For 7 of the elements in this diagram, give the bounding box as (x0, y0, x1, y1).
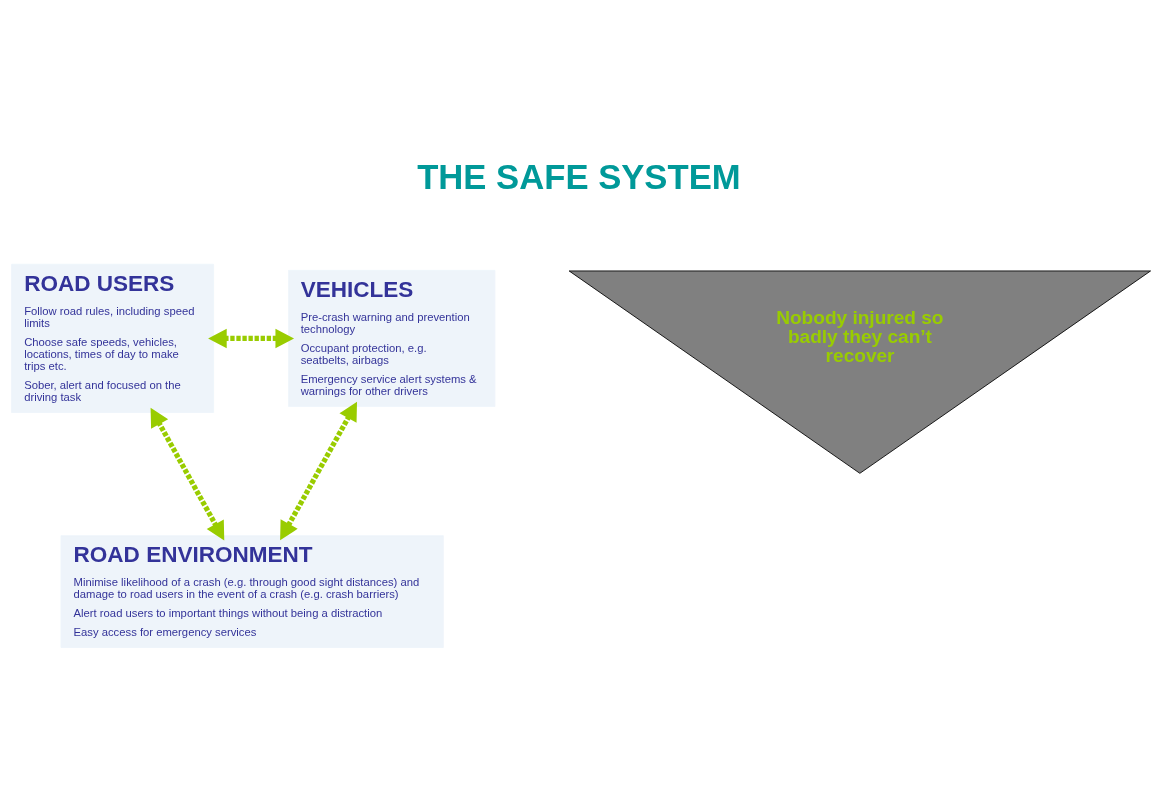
node-box: VEHICLES Pre-crash warning and prevention technology Occupant protection, e.g. seatbelts, airbags Emergency service alert systems & warnings for other drivers (288, 269, 496, 407)
arrow (150, 407, 225, 541)
node-box: ROAD ENVIRONMENT Minimise likelihood of a crash (e.g. through good sight distances) and damage to road users in the event of a crash (e.g. crash barriers) Alert road users to important things without being a distraction Easy access for emergency services (60, 535, 444, 648)
diagram-title: THE SAFE SYSTEM (417, 157, 741, 196)
arrow (280, 401, 358, 541)
node-box: ROAD USERS Follow road rules, including speed limits Choose safe speeds, vehicles, locations, times of day to make trips etc. Sober, alert and focused on the driving task (11, 263, 214, 413)
arrow (208, 328, 295, 349)
